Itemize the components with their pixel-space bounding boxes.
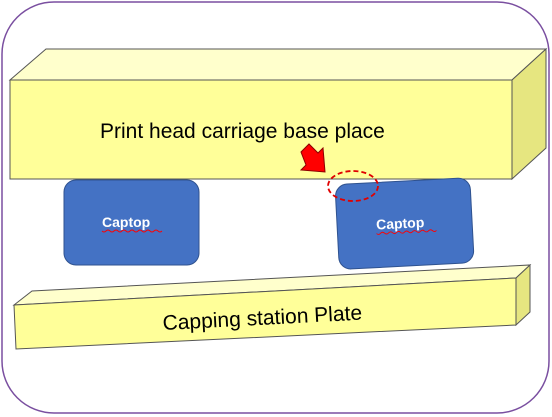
captop-left-label: Captop [102,214,150,230]
captop-right-label: Captop [376,214,425,233]
captop-right: Captop [335,177,475,270]
spellcheck-underline-left [101,229,163,233]
captop-left-body [63,179,200,266]
capping-plate: Capping station Plate [12,263,532,350]
red-arrow-icon [299,143,326,173]
dashed-circle-icon [327,170,379,202]
carriage-front-face [9,79,513,180]
carriage-label: Print head carriage base place [100,120,385,143]
carriage-top-face [8,48,548,81]
spellcheck-underline-right [376,229,437,235]
carriage-base-box: Print head carriage base place [8,47,548,181]
captop-right-body [335,177,475,270]
captop-left: Captop [63,179,200,266]
plate-front-face [13,277,517,350]
